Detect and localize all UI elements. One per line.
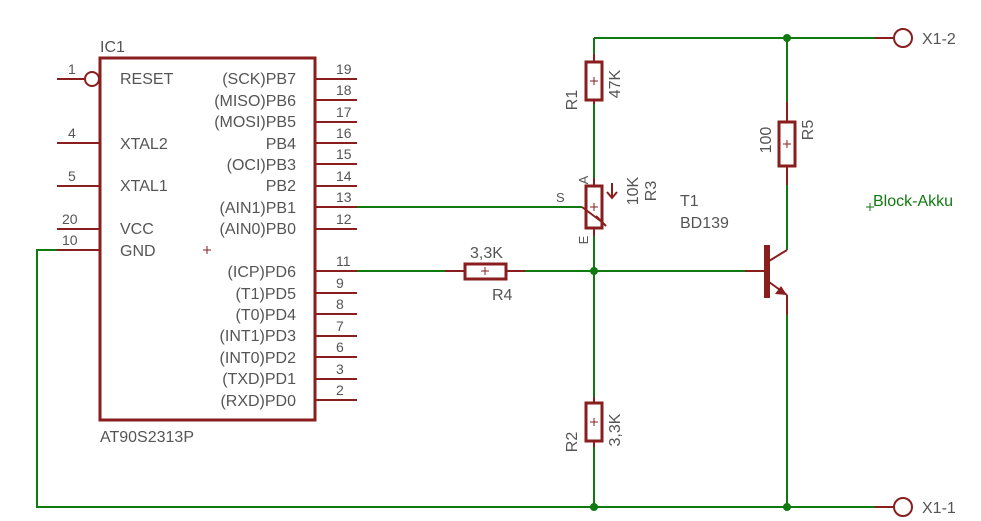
x1-1-label: X1-1 [922,500,956,517]
pin-number: 7 [336,318,344,334]
r5-value: 100 [758,127,775,154]
pin-number: 10 [62,232,78,248]
x1-2-label: X1-2 [922,31,956,48]
pin-number: 8 [336,296,344,312]
pin-name: (AIN1)PB1 [220,200,297,217]
connector-x1-2: X1-2 [875,28,956,48]
ic1-part: AT90S2313P [100,429,194,446]
t1-part: BD139 [680,215,729,232]
ic1-body [98,56,317,422]
pin-number: 9 [336,275,344,291]
net-label-block-akku: Block-Akku [873,193,953,210]
pin-number: 12 [336,211,352,227]
pin-name: (OCI)PB3 [227,157,296,174]
ic1-left-pins: 1 RESET 4 XTAL2 5 XTAL1 20 VCC 10 GND [57,61,174,260]
wire-gnd-bottom-rail [36,249,893,508]
r2-value: 3,3K [607,413,624,446]
r5-ref: R5 [800,120,817,141]
pin-name: XTAL1 [120,178,168,195]
origin-cross-icon [203,246,211,254]
origin-cross-icon [590,418,598,426]
r4-ref: R4 [492,287,513,304]
r1-ref: R1 [564,90,581,111]
pin-name: VCC [120,221,154,238]
pin-inversion-bubble [84,71,100,87]
pin-name: RESET [120,71,174,88]
pin-number: 6 [336,339,344,355]
resistor-r4: 3,3K R4 [445,245,525,304]
collector-lead [768,249,788,262]
origin-cross-icon [783,140,791,148]
pin-number: 18 [336,82,352,98]
pin-number: 5 [68,168,76,184]
resistor-r1: R1 47K [564,54,624,110]
pin-name: (MOSI)PB5 [214,114,296,131]
origin-cross-icon [481,267,489,275]
wiper-icon [581,206,607,227]
connector-x1-1: X1-1 [875,497,956,517]
pin-name: (AIN0)PB0 [220,221,297,238]
transistor-t1: T1 BD139 [680,193,788,315]
ic1: IC1 AT90S2313P 1 RESET 4 XTAL2 5 XTAL1 2… [57,39,357,446]
pin-number: 20 [62,211,78,227]
junction-dot [590,503,598,511]
r3-value: 10K [625,176,642,205]
arrow-down-icon [606,183,618,200]
wires [36,37,893,508]
pin-number: 4 [68,125,76,141]
origin-cross-icon [866,203,874,211]
r3-pin-e: E [576,235,591,244]
junction-dot [590,267,598,275]
pin-name: (T1)PD5 [236,286,297,303]
r3-pin-s: S [556,190,565,205]
ic1-ref: IC1 [100,39,125,56]
pin-number: 13 [336,189,352,205]
pin-name: (TXD)PD1 [222,371,296,388]
pin-number: 14 [336,168,352,184]
pin-number: 11 [336,253,351,269]
pin-name: (T0)PD4 [236,307,297,324]
resistor-r5: 100 R5 [758,102,817,185]
pin-name: PB2 [266,178,296,195]
r3-ref: R3 [643,181,660,202]
t1-ref: T1 [680,193,699,210]
origin-cross-icon [590,203,598,211]
pin-number: 17 [336,104,352,120]
pin-number: 1 [68,61,76,77]
emitter-arrow-icon [775,286,787,295]
terminal-circle-icon [893,497,913,517]
pin-name: (MISO)PB6 [214,93,296,110]
junction-dot [783,503,791,511]
pin-number: 19 [336,61,352,77]
pin-name: (SCK)PB7 [222,71,296,88]
pin-name: GND [120,243,156,260]
pin-name: (RXD)PD0 [220,393,296,410]
junction-dot [783,34,791,42]
pin-name: PB4 [266,136,296,153]
terminal-circle-icon [893,28,913,48]
pin-name: (ICP)PD6 [228,264,297,281]
pin-number: 15 [336,146,352,162]
ic1-right-pins: 19 (SCK)PB7 18 (MISO)PB6 17 (MOSI)PB5 16… [214,61,357,410]
resistor-r2: R2 3,3K [564,397,624,452]
pin-name: (INT1)PD3 [220,328,297,345]
pin-number: 2 [336,382,344,398]
r3-pin-a: A [576,175,591,184]
origin-cross-icon [590,77,598,85]
potentiometer-r3: S A E 10K R3 [556,175,660,244]
pin-number: 16 [336,125,352,141]
pin-name: (INT0)PD2 [220,350,297,367]
r1-value: 47K [607,69,624,98]
r2-ref: R2 [564,432,581,453]
r4-value: 3,3K [470,245,503,262]
pin-name: XTAL2 [120,136,168,153]
pin-number: 3 [336,361,344,377]
